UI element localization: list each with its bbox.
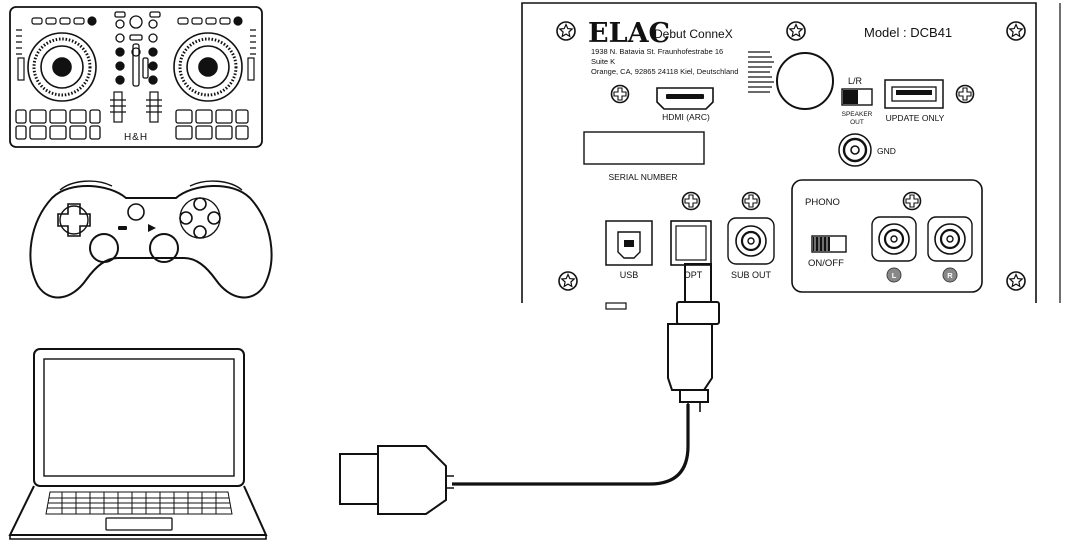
lr-label: L/R — [848, 76, 863, 86]
cross-screw-icon — [741, 191, 761, 211]
star-screw-icon — [556, 21, 576, 41]
left-jog-wheel — [27, 32, 97, 102]
sub-out-jack — [727, 217, 775, 265]
update-only-label: UPDATE ONLY — [886, 113, 945, 123]
vent-icon — [748, 51, 774, 93]
phono-section — [791, 179, 983, 293]
dpad-icon — [57, 203, 91, 237]
product-name: Debut ConneX — [654, 27, 733, 41]
action-buttons-icon — [179, 197, 221, 239]
right-jog-wheel — [173, 32, 243, 102]
speaker-out-label: OUT — [850, 119, 864, 126]
channel-faders — [110, 91, 162, 123]
speaker-out-label: SPEAKER — [842, 111, 873, 118]
gnd-terminal — [838, 133, 872, 167]
phono-left-jack — [871, 216, 917, 262]
star-screw-icon — [558, 271, 578, 291]
cross-screw-icon — [902, 191, 922, 211]
trackpad — [105, 517, 173, 531]
address-line: Suite K — [591, 57, 615, 66]
left-stick-icon — [89, 233, 119, 263]
right-pads — [175, 109, 249, 140]
game-controller — [29, 180, 273, 299]
phono-label: PHONO — [805, 197, 840, 208]
lr-switch — [841, 88, 873, 106]
left-pads — [15, 109, 101, 140]
right-channel-badge: R — [947, 271, 953, 280]
phono-switch — [811, 235, 847, 253]
usb-label: USB — [620, 270, 639, 280]
elac-rear-panel: ELAC Debut ConneX Model : DCB41 1938 N. … — [521, 2, 1061, 312]
cross-screw-icon — [610, 84, 630, 104]
serial-number-box — [583, 131, 705, 165]
on-off-label: ON/OFF — [808, 258, 844, 269]
star-screw-icon — [1006, 21, 1026, 41]
optical-cable — [339, 263, 720, 515]
hdmi-label: HDMI (ARC) — [662, 112, 710, 122]
cross-screw-icon — [681, 191, 701, 211]
dj-controller: H&H — [9, 6, 263, 148]
cross-screw-icon — [955, 84, 975, 104]
gnd-label: GND — [877, 146, 896, 156]
right-stick-icon — [149, 233, 179, 263]
address-line: 1938 N. Batavia St. Fraunhofestrabe 16 — [591, 47, 723, 56]
hdmi-port — [656, 87, 714, 110]
address-line: Orange, CA, 92865 24118 Kiel, Deutschlan… — [591, 67, 738, 76]
mixer-knobs — [114, 11, 161, 87]
fcc-notice: This device complies with Part 15 of the… — [798, 303, 980, 312]
optical-port — [670, 220, 712, 266]
model-label: Model : DCB41 — [864, 25, 952, 40]
serial-number-label: SERIAL NUMBER — [608, 172, 677, 182]
brand-logo: ELAC — [588, 18, 670, 49]
laptop-keyboard-icon — [45, 491, 233, 515]
star-screw-icon — [1006, 271, 1026, 291]
dj-center-label: H&H — [124, 132, 148, 143]
star-screw-icon — [786, 21, 806, 41]
cable-plug-laptop — [339, 445, 454, 515]
usb-b-port — [605, 220, 653, 266]
volume-knob — [776, 52, 834, 110]
update-usb-port — [884, 79, 944, 109]
cable-plug-opt — [667, 263, 720, 412]
phono-right-jack — [927, 216, 973, 262]
sub-out-label: SUB OUT — [731, 270, 772, 280]
opt-label: OPT — [684, 270, 703, 280]
left-channel-badge: L — [892, 271, 897, 280]
laptop — [8, 348, 268, 540]
